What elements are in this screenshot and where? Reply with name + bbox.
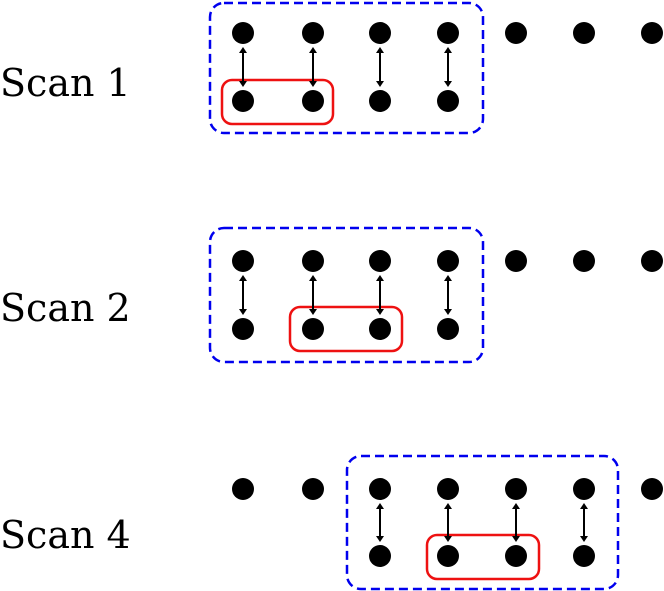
node-dot: [302, 318, 324, 340]
pair-box: [288, 305, 404, 353]
node-dot: [232, 318, 254, 340]
node-dot: [505, 545, 527, 567]
node-dot: [369, 250, 391, 272]
node-dot: [302, 90, 324, 112]
node-dot: [369, 478, 391, 500]
pair-box: [220, 78, 335, 126]
node-dot: [505, 478, 527, 500]
node-dot: [369, 545, 391, 567]
node-dot: [232, 22, 254, 44]
node-dot: [505, 22, 527, 44]
node-dot: [641, 478, 663, 500]
node-dot: [641, 250, 663, 272]
node-dot: [232, 90, 254, 112]
node-dot: [232, 478, 254, 500]
node-dot: [573, 545, 595, 567]
scan-label: Scan 4: [0, 513, 131, 557]
scan-window: [208, 1, 485, 135]
node-dot: [437, 90, 459, 112]
scan-window: [345, 454, 620, 591]
node-dot: [369, 318, 391, 340]
node-dot: [369, 90, 391, 112]
node-dot: [437, 250, 459, 272]
node-dot: [369, 22, 391, 44]
node-dot: [641, 22, 663, 44]
node-dot: [302, 22, 324, 44]
node-dot: [302, 250, 324, 272]
node-dot: [437, 545, 459, 567]
node-dot: [437, 22, 459, 44]
scan-label: Scan 2: [0, 286, 131, 330]
node-dot: [302, 478, 324, 500]
node-dot: [573, 478, 595, 500]
node-dot: [437, 318, 459, 340]
scan-label: Scan 1: [0, 61, 131, 105]
node-dot: [573, 250, 595, 272]
node-dot: [573, 22, 595, 44]
pair-box: [425, 533, 541, 581]
scan-window: [208, 226, 485, 364]
node-dot: [505, 250, 527, 272]
node-dot: [437, 478, 459, 500]
node-dot: [232, 250, 254, 272]
